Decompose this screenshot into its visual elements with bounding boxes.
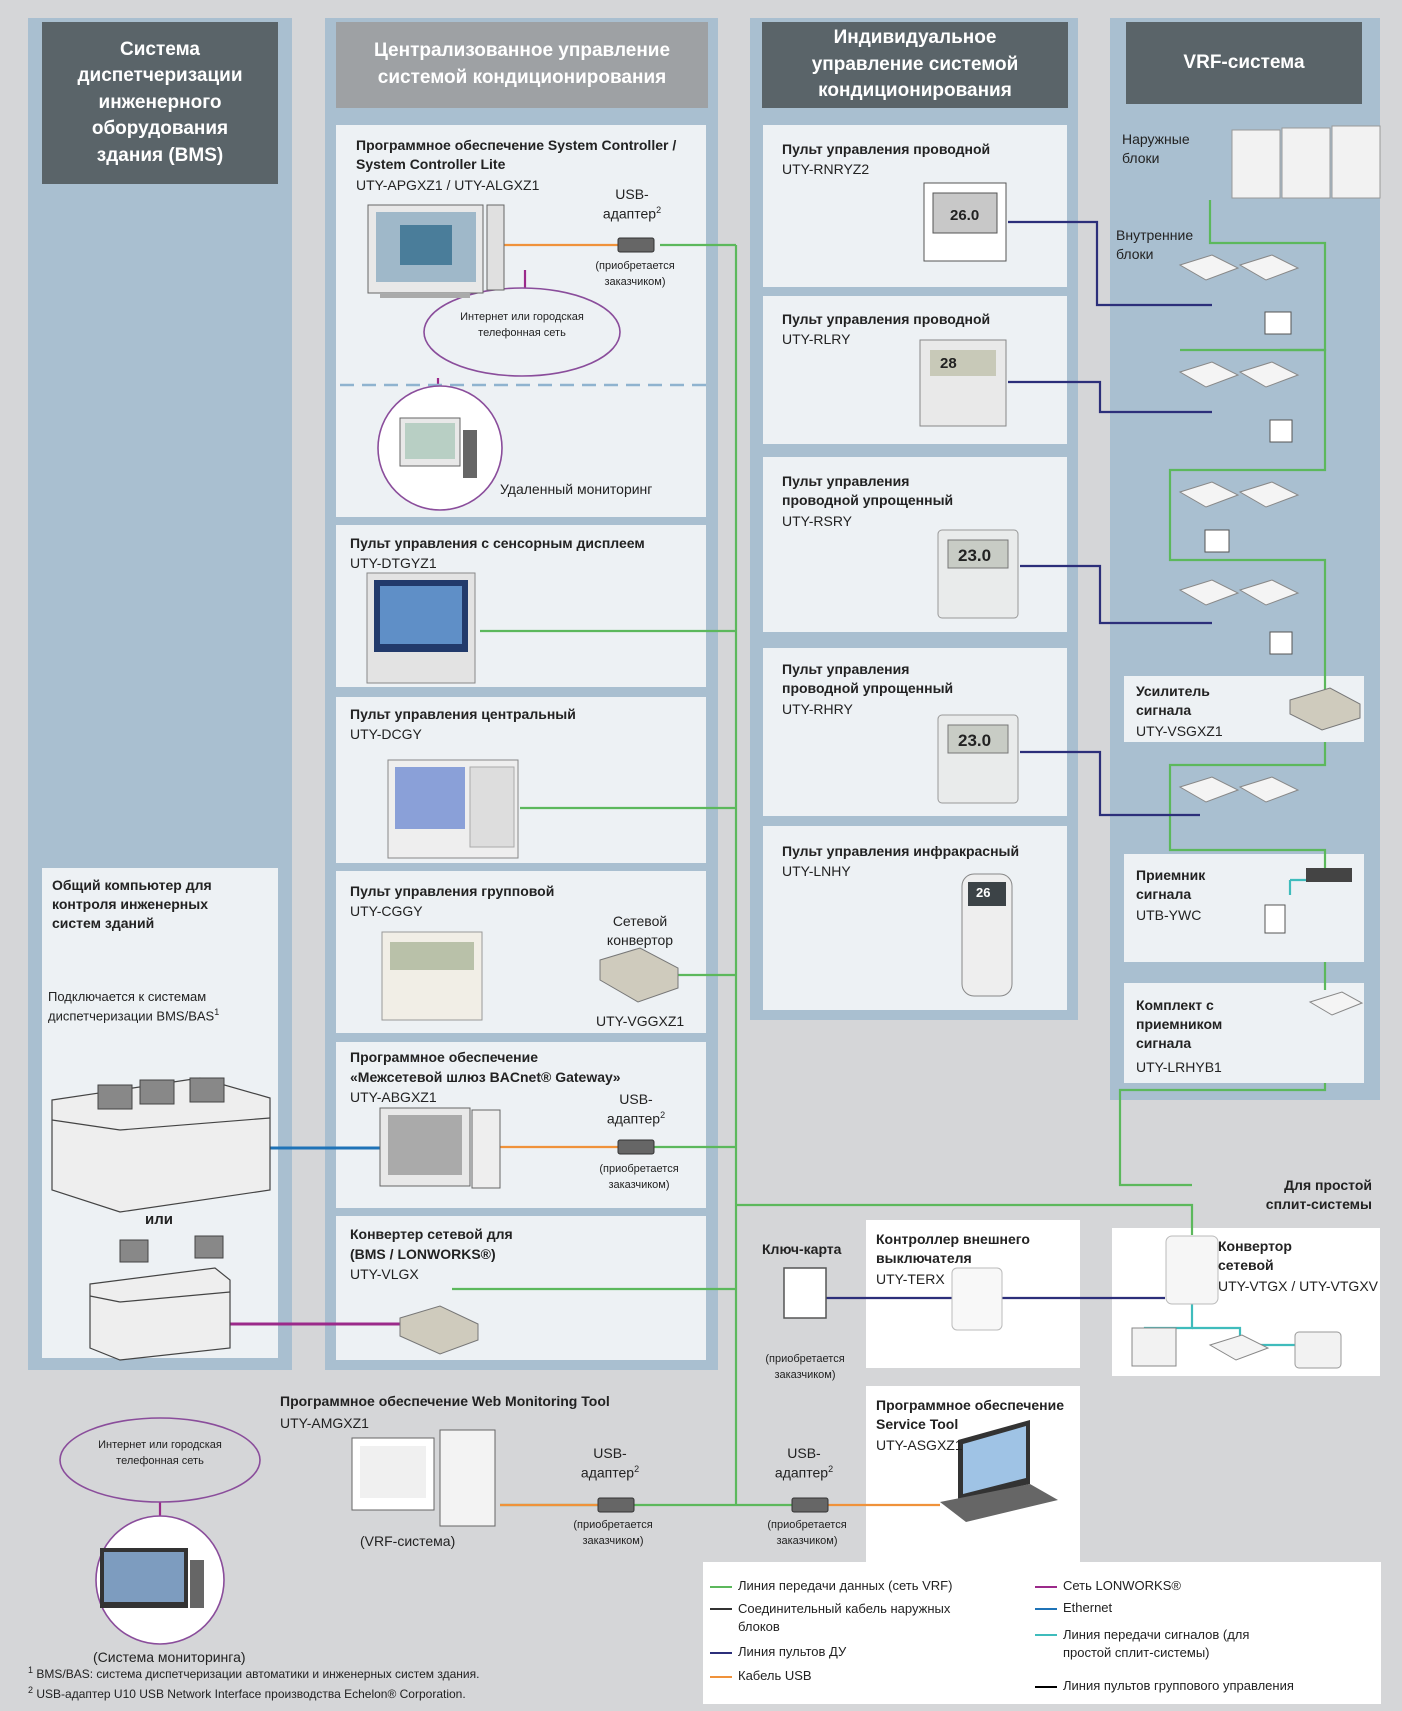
- legend-label: Линия передачи данных (сеть VRF): [738, 1578, 953, 1593]
- remote-rlry-box: [763, 296, 1067, 444]
- rlry-display: 28: [940, 355, 957, 372]
- split-title: Для простой сплит-системы: [1265, 1177, 1372, 1212]
- buy-note-3: (приобретается заказчиком): [573, 1519, 653, 1547]
- legend-label: Линия пультов группового управления: [1063, 1678, 1294, 1693]
- monitoring-system-label: (Система мониторинга): [93, 1649, 246, 1665]
- lnhy-title: Пульт управления инфракрасный: [782, 843, 1020, 859]
- touch-model: UTY-DTGYZ1: [350, 555, 437, 571]
- or-label: или: [145, 1211, 173, 1228]
- usb-label-3: USB-адаптер2: [580, 1445, 640, 1481]
- legend-swatch: [710, 1586, 732, 1588]
- internet-label-1: Интернет или городская телефонная сеть: [460, 311, 584, 339]
- legend-label: Линия передачи сигналов (для простой спл…: [1063, 1627, 1250, 1661]
- receiver-model: UTB-YWC: [1136, 907, 1202, 923]
- legend-label: Соединительный кабель наружных блоков: [738, 1601, 951, 1635]
- legend-swatch: [1035, 1586, 1057, 1588]
- bacnet-title-2: «Межсетевой шлюз BACnet® Gateway»: [350, 1069, 621, 1085]
- split-conv-model: UTY-VTGX / UTY-VTGXV: [1218, 1278, 1378, 1294]
- bacnet-title-1: Программное обеспечение: [350, 1049, 538, 1065]
- legend-swatch: [1035, 1608, 1057, 1610]
- rlry-model: UTY-RLRY: [782, 331, 851, 347]
- internet-ellipse-top: [423, 287, 621, 377]
- amplifier-model: UTY-VSGXZ1: [1136, 723, 1223, 739]
- internet-label-2: Интернет или городская телефонная сеть: [98, 1439, 222, 1467]
- net-converter-label: Сетевой конвертор: [606, 913, 674, 948]
- usb-label-4: USB-адаптер2: [774, 1445, 834, 1481]
- sc-model: UTY-APGXZ1 / UTY-ALGXZ1: [356, 177, 540, 193]
- outdoor-units-label: Наружные блоки: [1122, 131, 1190, 166]
- lonworks-title-2: (BMS / LONWORKS®): [350, 1246, 496, 1262]
- legend-swatch: [1035, 1634, 1057, 1636]
- legend: Линия передачи данных (сеть VRF) Соедини…: [710, 1578, 1370, 1704]
- web-monitoring-model: UTY-AMGXZ1: [280, 1415, 369, 1431]
- group-title: Пульт управления групповой: [350, 883, 555, 899]
- lonworks-model: UTY-VLGX: [350, 1266, 419, 1282]
- service-tool-title: Программное обеспечение Service Tool: [876, 1397, 1064, 1432]
- receiver-kit-model: UTY-LRHYB1: [1136, 1059, 1222, 1075]
- web-monitoring-title: Программное обеспечение Web Monitoring T…: [280, 1393, 610, 1409]
- bms-column-header: Система диспетчеризации инженерного обор…: [42, 22, 278, 184]
- lonworks-title-1: Конвертер сетевой для: [350, 1226, 513, 1242]
- buy-note-keycard: (приобретается заказчиком): [765, 1353, 845, 1381]
- lnhy-display: 26: [976, 885, 991, 900]
- legend-swatch: [710, 1652, 732, 1654]
- rsry-display: 23.0: [958, 546, 992, 565]
- legend-label: Сеть LONWORKS®: [1063, 1578, 1181, 1593]
- service-tool-model: UTY-ASGXZ1: [876, 1437, 963, 1453]
- lnhy-model: UTY-LNHY: [782, 863, 851, 879]
- central-title: Пульт управления центральный: [350, 706, 576, 722]
- rsry-title: Пульт управления проводной упрощенный: [782, 473, 954, 508]
- bms-pc-desc: Подключается к системам диспетчеризации …: [48, 989, 220, 1023]
- legend-swatch: [710, 1608, 732, 1610]
- remote-lnhy-box: [763, 826, 1067, 1010]
- central-model: UTY-DCGY: [350, 726, 422, 742]
- remote-monitoring-label: Удаленный мониторинг: [500, 481, 653, 497]
- bms-pc-title: Общий компьютер для контроля инженерных …: [52, 877, 212, 931]
- receiver-title: Приемник сигнала: [1136, 867, 1206, 902]
- footnote-2: 2 USB-адаптер U10 USB Network Interface …: [28, 1685, 466, 1701]
- rnryz2-model: UTY-RNRYZ2: [782, 161, 870, 177]
- footnote-1: 1 BMS/BAS: система диспетчеризации автом…: [28, 1665, 480, 1681]
- sc-title: Программное обеспечение System Controlle…: [356, 137, 677, 172]
- amplifier-title: Усилитель сигнала: [1136, 683, 1210, 718]
- buy-note-2: (приобретается заказчиком): [599, 1163, 679, 1191]
- touch-title: Пульт управления с сенсорным дисплеем: [350, 535, 645, 551]
- rnryz2-display: 26.0: [950, 207, 980, 224]
- group-model: UTY-CGGY: [350, 903, 423, 919]
- net-converter-model: UTY-VGGXZ1: [596, 1013, 685, 1029]
- bacnet-model: UTY-ABGXZ1: [350, 1089, 437, 1105]
- rnryz2-title: Пульт управления проводной: [782, 141, 991, 157]
- remote-rnryz2-box: [763, 125, 1067, 287]
- individual-column-header: Индивидуальное управление системой конди…: [762, 22, 1068, 108]
- internet-ellipse-bottom: [59, 1417, 261, 1503]
- rlry-title: Пульт управления проводной: [782, 311, 991, 327]
- rsry-model: UTY-RSRY: [782, 513, 853, 529]
- buy-note-1: (приобретается заказчиком): [595, 260, 675, 288]
- buy-note-4: (приобретается заказчиком): [767, 1519, 847, 1547]
- rhry-model: UTY-RHRY: [782, 701, 853, 717]
- indoor-units-label: Внутренние блоки: [1116, 227, 1194, 262]
- ext-switch-title: Контроллер внешнего выключателя: [876, 1231, 1030, 1266]
- rhry-title: Пульт управления проводной упрощенный: [782, 661, 954, 696]
- receiver-kit-title: Комплект с приемником сигнала: [1136, 997, 1223, 1051]
- legend-label: Кабель USB: [738, 1668, 812, 1683]
- legend-label: Ethernet: [1063, 1600, 1113, 1615]
- vrf-system-label: (VRF-система): [360, 1533, 456, 1549]
- vrf-column-header: VRF-система: [1126, 22, 1362, 104]
- split-conv-title: Конвертор сетевой: [1218, 1238, 1292, 1273]
- usb-label-1: USB-адаптер2: [602, 186, 662, 222]
- ext-switch-model: UTY-TERX: [876, 1271, 945, 1287]
- central-column-header: Централизованное управление системой кон…: [336, 22, 708, 108]
- usb-label-2: USB-адаптер2: [606, 1091, 666, 1127]
- legend-box: [703, 1562, 1381, 1704]
- legend-swatch: [710, 1676, 732, 1678]
- legend-label: Линия пультов ДУ: [738, 1644, 847, 1659]
- sc-monitor-drawing: [367, 204, 505, 298]
- keycard-label: Ключ-карта: [762, 1241, 842, 1257]
- legend-swatch: [1035, 1686, 1057, 1688]
- rhry-display: 23.0: [958, 731, 992, 750]
